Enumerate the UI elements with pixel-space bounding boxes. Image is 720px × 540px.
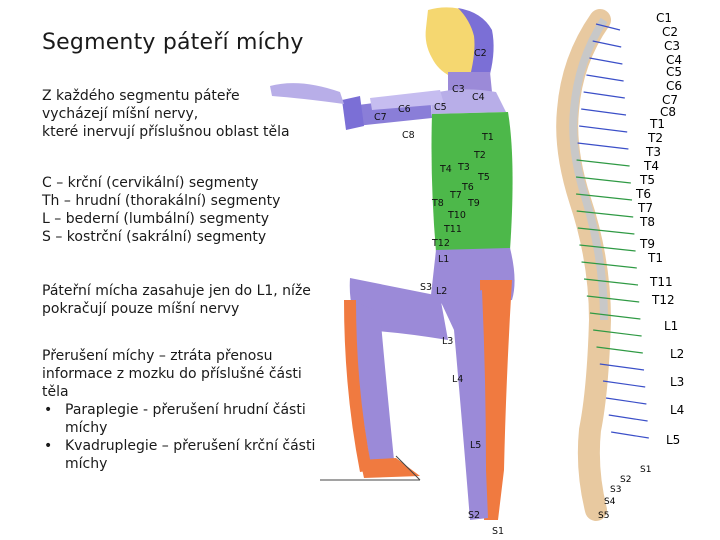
- nerve-line: [581, 109, 626, 115]
- spine-label-t5: T5: [639, 173, 655, 187]
- spine-label-t11: T11: [649, 275, 673, 289]
- spine-label-t6: T6: [635, 187, 651, 201]
- spine-label-c3: C3: [664, 39, 680, 53]
- sacral-label-s1: S1: [640, 465, 651, 475]
- body-label-t4: T4: [439, 164, 452, 175]
- body-label-t12: T12: [431, 238, 450, 249]
- body-label-c5: C5: [434, 102, 447, 113]
- sacral-label-s5: S5: [598, 511, 609, 521]
- spine-label-t2: T2: [647, 131, 663, 145]
- nerve-line: [578, 143, 629, 149]
- body-label-t6: T6: [461, 182, 474, 193]
- body-label-c3: C3: [452, 84, 465, 95]
- spine-label-l5: L5: [666, 433, 680, 447]
- spine-label-t3: T3: [645, 145, 661, 159]
- nerve-line: [609, 415, 648, 421]
- body-label-c8: C8: [402, 130, 415, 141]
- nerve-line: [606, 398, 646, 404]
- nerve-line: [589, 58, 622, 64]
- nerve-line: [603, 381, 645, 387]
- body-label-t11: T11: [443, 224, 462, 235]
- nerve-line: [577, 160, 630, 166]
- body-label-l4: L4: [452, 374, 463, 385]
- body-label-s3: S3: [420, 282, 432, 293]
- body-label-t2: T2: [473, 150, 486, 161]
- body-label-t5: T5: [477, 172, 490, 183]
- body-label-c6: C6: [398, 104, 411, 115]
- spine-label-t12: T12: [651, 293, 675, 307]
- sacral-label-s3: S3: [610, 485, 621, 495]
- body-label-l1: L1: [438, 254, 449, 265]
- nerve-line: [611, 432, 649, 438]
- spine-label-t8: T8: [639, 215, 655, 229]
- body-label-s1: S1: [492, 526, 504, 537]
- spine-label-l4: L4: [670, 403, 684, 417]
- body-label-l5: L5: [470, 440, 481, 451]
- body-label-l3: L3: [442, 336, 453, 347]
- spine-label-t4: T4: [643, 159, 659, 173]
- body-label-t10: T10: [447, 210, 466, 221]
- body-label-t7: T7: [449, 190, 462, 201]
- spine-label-c2: C2: [662, 25, 678, 39]
- sacral-label-s4: S4: [604, 497, 616, 507]
- body-label-t1: T1: [481, 132, 494, 143]
- nerve-line: [579, 126, 627, 132]
- body-label-t3: T3: [457, 162, 470, 173]
- body-label-s2: S2: [468, 510, 480, 521]
- spine-label-t9: T9: [639, 237, 655, 251]
- nerve-line: [584, 92, 625, 98]
- body-label-l2: L2: [436, 286, 447, 297]
- spine-label-t7: T7: [637, 201, 653, 215]
- sacral-label-s2: S2: [620, 475, 631, 485]
- body-label-c2: C2: [474, 48, 487, 59]
- spine-label-t1: T1: [647, 251, 663, 265]
- spine-label-l2: L2: [670, 347, 684, 361]
- spine-label-l3: L3: [670, 375, 684, 389]
- spine-label-l1: L1: [664, 319, 678, 333]
- spine-label-c6: C6: [666, 79, 682, 93]
- spine-segment-labels: C1C2C3C4C5C6C7C8T1T2T3T4T5T6T7T8T9T1T11T…: [598, 11, 684, 521]
- spine-label-c1: C1: [656, 11, 672, 25]
- body-label-t9: T9: [467, 198, 480, 209]
- spine-label-t1: T1: [649, 117, 665, 131]
- body-label-c7: C7: [374, 112, 387, 123]
- spine-label-c5: C5: [666, 65, 682, 79]
- body-label-c4: C4: [472, 92, 485, 103]
- nerve-line: [586, 75, 623, 81]
- body-label-t8: T8: [431, 198, 444, 209]
